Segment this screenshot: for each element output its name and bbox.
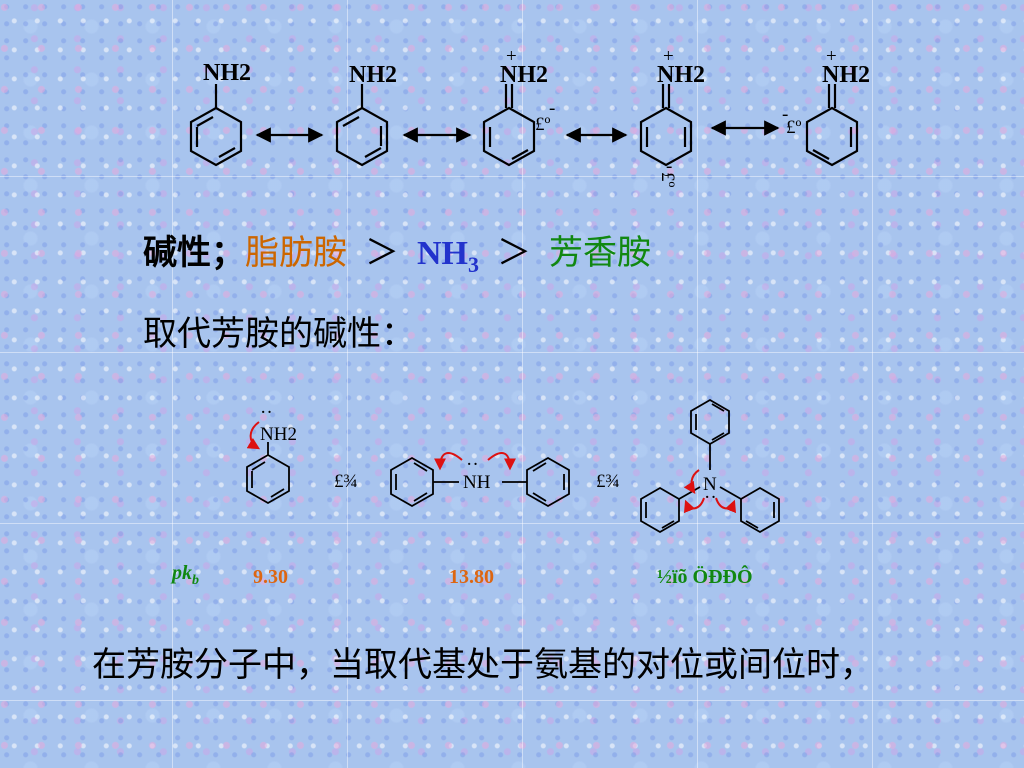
lone-pair: ·· (704, 487, 717, 508)
triphenylamine-structure (640, 398, 780, 534)
pkb-value-diphenylamine: 13.80 (449, 566, 494, 588)
resonance-structure-4 (639, 84, 693, 167)
resonance-structure-3 (482, 84, 536, 167)
curved-arrows (246, 421, 736, 514)
amino-label: NH2 (500, 62, 548, 88)
positive-charge: + (826, 46, 837, 67)
resonance-structure-1 (189, 84, 243, 167)
comparison-separator: £¾ (596, 471, 620, 492)
pkb-value-triphenylamine: ½ïõ ÖÐÐÔ (657, 566, 753, 588)
carbanion-label: £º (786, 117, 802, 138)
triphenylamine-label: N (703, 474, 717, 495)
diphenylamine-structure (390, 456, 570, 508)
lone-pair: ·· (260, 402, 273, 423)
pkb-value-aniline: 9.30 (253, 566, 288, 588)
greater-than-symbol: ＞ (365, 233, 399, 273)
diphenylamine-label: NH (463, 472, 491, 493)
carbanion-label: £º (657, 172, 678, 188)
amino-label: NH2 (203, 60, 251, 86)
amino-label: NH2 (657, 62, 705, 88)
positive-charge: + (663, 46, 674, 67)
resonance-structure-5 (805, 84, 859, 167)
positive-charge: + (506, 46, 517, 67)
pkb-label-sub: b (192, 573, 199, 588)
ammonia-subscript: 3 (468, 252, 479, 277)
aniline-label: NH2 (260, 424, 297, 445)
carbanion-label: £º (535, 114, 551, 135)
resonance-structure-2 (335, 84, 389, 167)
lone-pair: ·· (466, 454, 479, 475)
pkb-label-base: pk (172, 562, 192, 584)
ammonia-base: NH (417, 235, 468, 272)
ammonia-formula: NH3 (417, 235, 479, 276)
negative-charge: - (782, 104, 788, 125)
greater-than-symbol: ＞ (497, 233, 531, 273)
substituted-amine-title: 取代芳胺的碱性： (143, 314, 415, 354)
pkb-label: pkb (172, 562, 199, 589)
negative-charge: - (666, 156, 672, 177)
aniline-structure (246, 442, 290, 505)
amino-label: NH2 (349, 62, 397, 88)
aliphatic-amine: 脂肪胺 (245, 233, 347, 273)
comparison-separator: £¾ (334, 471, 358, 492)
basicity-prefix: 碱性； (143, 233, 245, 273)
negative-charge: - (549, 98, 555, 119)
footer-sentence: 在芳胺分子中，当取代基处于氨基的对位或间位时， (92, 645, 874, 685)
amino-label: NH2 (822, 62, 870, 88)
basicity-order-line: 碱性；脂肪胺 ＞ NH3 ＞ 芳香胺 (143, 236, 651, 276)
aromatic-amine: 芳香胺 (549, 233, 651, 273)
